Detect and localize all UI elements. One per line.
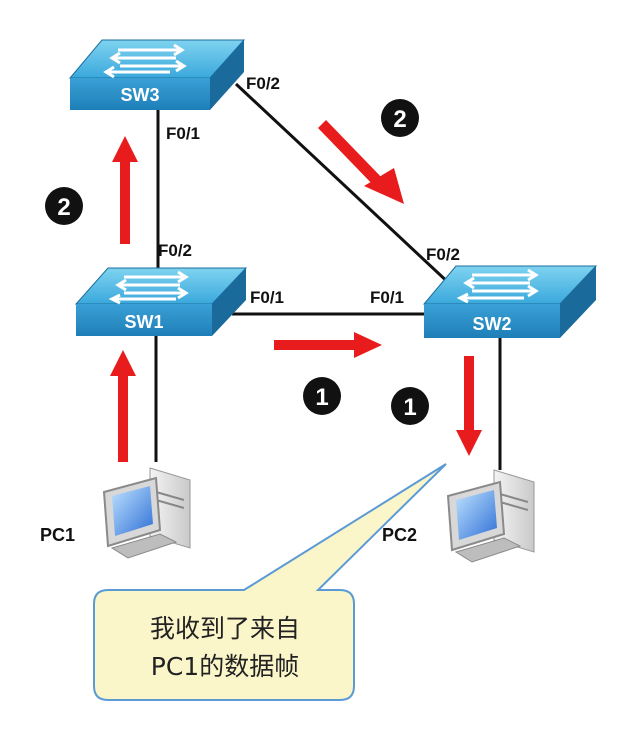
port-label-sw1-f02: F0/2 [158, 241, 192, 260]
arrow-sw1-to-sw2-icon [274, 332, 382, 358]
callout-text: 我收到了来自 PC1的数据帧 [96, 610, 354, 686]
switch-label-sw2: SW2 [472, 314, 511, 334]
pc-label-pc2: PC2 [382, 525, 417, 545]
switch-arrows-icon [103, 43, 187, 79]
step-badge-sw2-pc2: 1 [391, 387, 429, 425]
callout-bubble [93, 463, 447, 701]
switch-sw3: SW3 [68, 39, 246, 110]
switch-sw1: SW1 [74, 267, 248, 336]
switch-label-sw1: SW1 [124, 312, 163, 332]
switch-sw2: SW2 [422, 265, 598, 338]
link-sw3-sw2 [234, 82, 454, 288]
pc2-computer-icon [446, 469, 535, 563]
arrow-sw1-to-sw3-icon [112, 136, 138, 244]
step-badge-sw1-sw3: 2 [45, 187, 83, 225]
step-badge-label: 2 [57, 194, 70, 221]
step-badge-sw3-sw2: 2 [381, 99, 419, 137]
callout-line-2: PC1的数据帧 [150, 652, 300, 681]
step-badge-label: 1 [315, 384, 328, 411]
port-label-sw2-f02: F0/2 [426, 245, 460, 264]
step-badge-label: 1 [403, 394, 416, 421]
switch-arrows-icon [456, 268, 539, 304]
arrow-pc1-to-sw1-icon [110, 350, 136, 462]
step-badge-sw1-sw2: 1 [303, 377, 341, 415]
switch-label-sw3: SW3 [120, 85, 159, 105]
port-label-sw3-f02: F0/2 [246, 74, 280, 93]
port-label-sw3-f01: F0/1 [166, 124, 200, 143]
arrow-sw3-to-sw2-icon [318, 120, 404, 204]
pc1-computer-icon [102, 467, 191, 559]
port-label-sw1-f01: F0/1 [250, 288, 284, 307]
step-badge-label: 2 [393, 106, 406, 133]
callout-line-1: 我收到了来自 [149, 614, 300, 643]
switch-arrows-icon [108, 270, 189, 305]
arrow-sw2-to-pc2-icon [456, 356, 482, 456]
port-label-sw2-f01: F0/1 [370, 288, 404, 307]
pc-label-pc1: PC1 [40, 525, 75, 545]
